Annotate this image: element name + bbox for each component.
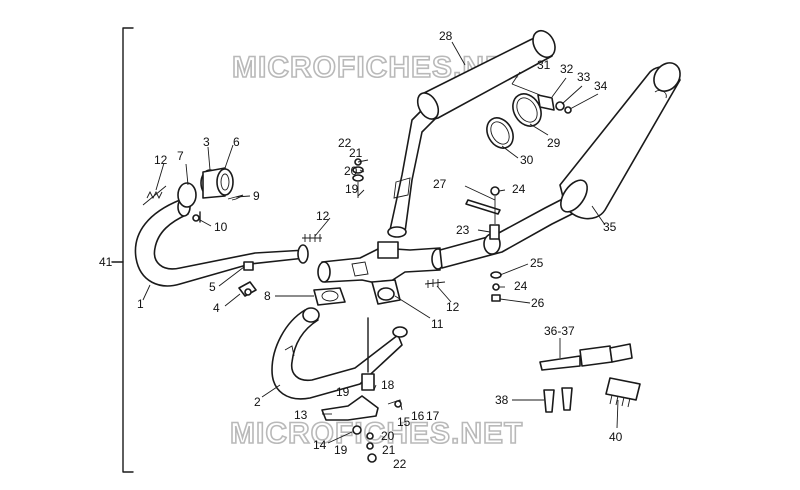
- callout-30: 30: [520, 153, 534, 167]
- callout-29: 29: [547, 136, 561, 150]
- spring-middle: [302, 234, 322, 242]
- callout-17: 17: [426, 409, 440, 423]
- spring-left: [142, 185, 167, 206]
- callout-19-lower: 19: [334, 443, 348, 457]
- callout-36-37: 36-37: [544, 324, 575, 338]
- callout-18: 18: [381, 378, 395, 392]
- plugs-38: [543, 387, 573, 413]
- gasket-8: [313, 287, 346, 306]
- callout-21-upper: 21: [349, 146, 363, 160]
- header-pipe-1: [134, 197, 309, 287]
- callout-27: 27: [433, 177, 447, 191]
- callout-32: 32: [560, 62, 574, 76]
- washers-24-26: [490, 271, 502, 302]
- watermark-bottom: MICROFICHES.NET: [230, 417, 523, 450]
- callout-15: 15: [397, 415, 411, 429]
- callout-19-mid: 19: [336, 385, 350, 399]
- callout-25: 25: [530, 256, 544, 270]
- assembly-bracket: [111, 27, 134, 473]
- clamps-29-30: [486, 93, 542, 149]
- connector-40: [605, 377, 641, 408]
- callout-9: 9: [253, 189, 260, 203]
- callout-41: 41: [99, 255, 113, 269]
- callout-20-upper: 20: [344, 164, 358, 178]
- callout-6: 6: [233, 135, 240, 149]
- callout-2: 2: [254, 395, 261, 409]
- hardware-31-34: [511, 83, 572, 114]
- callout-7: 7: [177, 149, 184, 163]
- callout-22-upper: 22: [338, 136, 352, 150]
- callout-19-upper: 19: [345, 182, 359, 196]
- small-parts-5-4: [238, 261, 257, 297]
- callout-12-right: 12: [446, 300, 460, 314]
- callout-31: 31: [537, 58, 551, 72]
- silencer-35: [559, 62, 681, 220]
- callout-1: 1: [137, 297, 144, 311]
- stud-9: [227, 194, 244, 201]
- callout-16: 16: [411, 409, 425, 423]
- callout-33: 33: [577, 70, 591, 84]
- callout-22-lower: 22: [393, 457, 407, 471]
- callout-26: 26: [531, 296, 545, 310]
- callout-40: 40: [609, 430, 623, 444]
- leader-lines: [142, 41, 619, 444]
- callout-11: 11: [431, 317, 444, 331]
- callout-labels: 41 1 2 3 4 5 6 7 8 9 10 11 12 12 12 13 1…: [99, 29, 623, 471]
- callout-23: 23: [456, 223, 470, 237]
- callout-12-middle: 12: [316, 209, 330, 223]
- callout-14: 14: [313, 438, 327, 452]
- header-pipe-2: [271, 307, 408, 400]
- callout-3: 3: [203, 135, 210, 149]
- lambda-sensor: [539, 343, 633, 371]
- callout-5: 5: [209, 280, 216, 294]
- callout-38: 38: [495, 393, 509, 407]
- callout-20-lower: 20: [381, 429, 395, 443]
- callout-24-upper: 24: [512, 182, 526, 196]
- callout-35: 35: [603, 220, 617, 234]
- mount-rod-lower: [321, 317, 403, 463]
- callout-8: 8: [264, 289, 271, 303]
- spring-right: [424, 279, 446, 288]
- stack-19-22-upper: [352, 158, 364, 198]
- callout-13: 13: [294, 408, 308, 422]
- callout-21-lower: 21: [382, 443, 396, 457]
- mid-pipe-left: [387, 99, 437, 238]
- callout-12-left: 12: [154, 153, 168, 167]
- callout-34: 34: [594, 79, 608, 93]
- callout-10: 10: [214, 220, 228, 234]
- silencer-28: [416, 29, 556, 120]
- callout-24-lower: 24: [514, 279, 528, 293]
- callout-4: 4: [213, 301, 220, 315]
- callout-28: 28: [439, 29, 453, 43]
